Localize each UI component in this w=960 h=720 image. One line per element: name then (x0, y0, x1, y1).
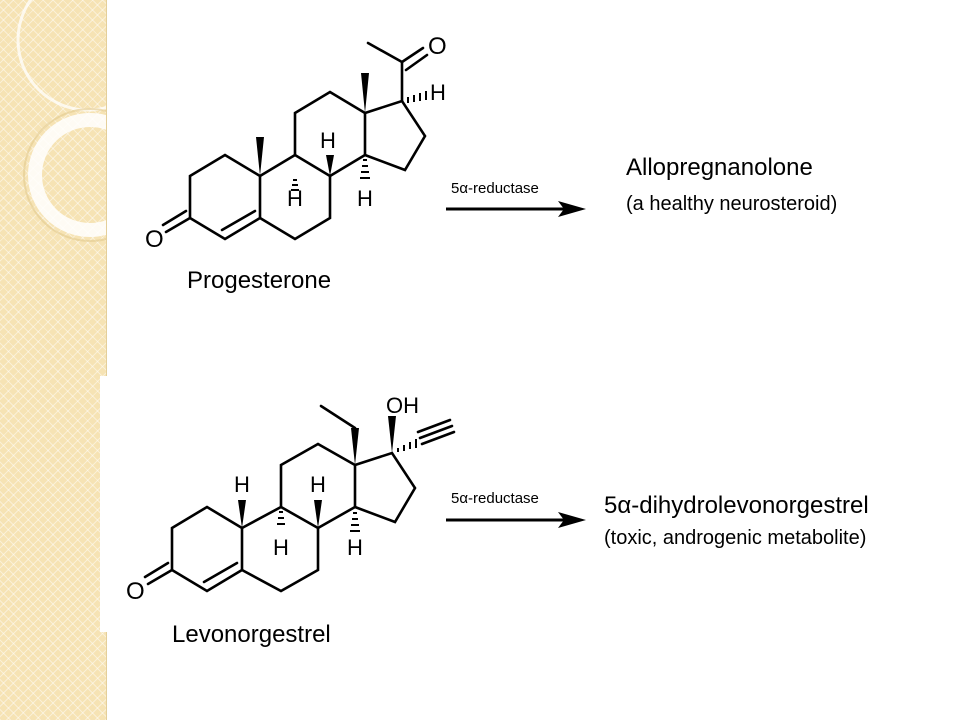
levonorgestrel-h14-label: H (347, 535, 363, 560)
progesterone-h17-label: H (430, 80, 446, 105)
reaction-arrow-1 (446, 201, 586, 217)
strip-gap (100, 376, 108, 632)
progesterone-acetyl-oxygen: O (428, 33, 447, 60)
progesterone-h8-label: H (320, 128, 336, 153)
progesterone-ketone-oxygen: O (145, 226, 164, 253)
levonorgestrel-h10-label: H (234, 472, 250, 497)
progesterone-h14-label: H (357, 186, 373, 211)
product-description-2: (toxic, androgenic metabolite) (604, 527, 867, 549)
decorative-rings (16, 0, 106, 242)
progesterone-structure: O O H H H H (145, 33, 447, 253)
enzyme-label-1: 5α-reductase (451, 180, 539, 197)
levonorgestrel-structure: O OH H H H H (126, 393, 456, 605)
product-name-1: Allopregnanolone (626, 154, 813, 181)
levonorgestrel-label: Levonorgestrel (172, 621, 331, 648)
levonorgestrel-hydroxyl-label: OH (386, 393, 419, 418)
progesterone-h9-label: H (287, 186, 303, 211)
progesterone-label: Progesterone (187, 267, 332, 294)
levonorgestrel-ketone-oxygen: O (126, 578, 145, 605)
product-description-1: (a healthy neurosteroid) (626, 193, 838, 215)
levonorgestrel-h9-label: H (273, 535, 289, 560)
reaction-arrow-2 (446, 512, 586, 528)
product-name-2: 5α-dihydrolevonorgestrel (604, 492, 869, 519)
enzyme-label-2: 5α-reductase (451, 490, 539, 507)
levonorgestrel-h8-label: H (310, 472, 326, 497)
